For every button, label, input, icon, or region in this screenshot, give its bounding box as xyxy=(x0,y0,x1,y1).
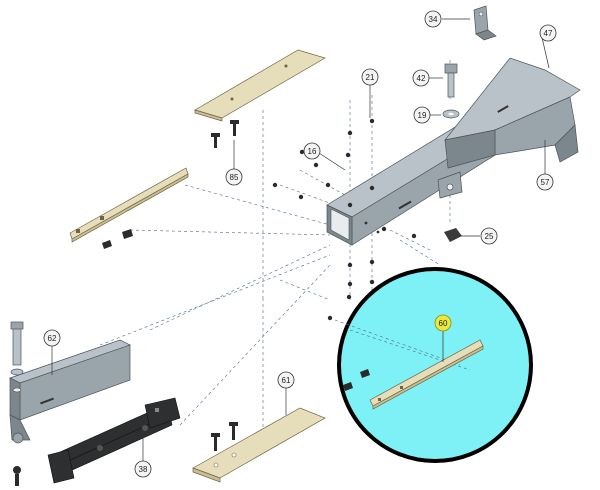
callout-19: 19 xyxy=(413,106,431,124)
callout-label: 61 xyxy=(282,376,291,385)
strip-bolts xyxy=(102,229,133,249)
plate-bolts-61 xyxy=(211,422,238,451)
bolt-42 xyxy=(444,63,458,98)
callout-16: 16 xyxy=(303,142,321,160)
washer-19 xyxy=(442,109,460,119)
callout-label: 57 xyxy=(541,178,550,187)
main-beam xyxy=(326,57,581,246)
callout-label: 38 xyxy=(139,465,148,474)
callout-61: 61 xyxy=(277,371,295,389)
callout-label: 34 xyxy=(429,15,438,24)
callout-label: 42 xyxy=(417,74,426,83)
callout-57: 57 xyxy=(536,173,554,191)
callout-21: 21 xyxy=(361,68,379,86)
callout-25: 25 xyxy=(480,227,498,245)
callout-label: 85 xyxy=(230,173,239,182)
detail-bolt xyxy=(360,369,370,378)
callout-38: 38 xyxy=(134,460,152,478)
callout-label: 60 xyxy=(439,319,448,328)
bottom-plate-61 xyxy=(192,407,326,483)
callout-62: 62 xyxy=(43,329,61,347)
side-strip xyxy=(69,167,189,243)
callout-label: 25 xyxy=(485,232,494,241)
hydraulic-cylinder-38 xyxy=(47,397,181,484)
callout-42: 42 xyxy=(412,69,430,87)
detail-bolt xyxy=(343,382,353,391)
nut-25 xyxy=(444,228,462,242)
callout-label: 16 xyxy=(308,147,317,156)
callout-label: 47 xyxy=(544,29,553,38)
detail-inset xyxy=(334,267,533,463)
plate-bolts-85 xyxy=(211,120,239,148)
lower-beam-62 xyxy=(9,321,131,486)
callout-label: 21 xyxy=(366,73,375,82)
callout-85: 85 xyxy=(225,168,243,186)
leader-lines xyxy=(51,18,550,462)
callout-60: 60 xyxy=(434,314,452,332)
detail-strip xyxy=(369,339,484,410)
callout-label: 19 xyxy=(418,111,427,120)
callout-label: 62 xyxy=(48,334,57,343)
bracket-34 xyxy=(473,5,497,41)
top-plate xyxy=(194,49,326,122)
callout-47: 47 xyxy=(539,24,557,42)
callout-34: 34 xyxy=(424,10,442,28)
